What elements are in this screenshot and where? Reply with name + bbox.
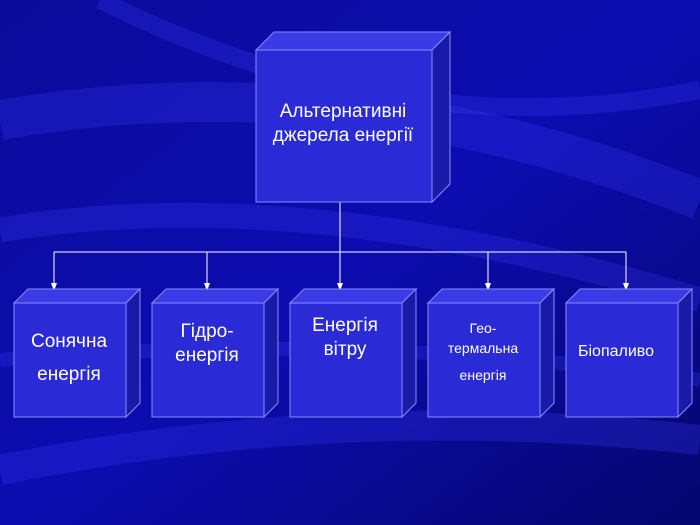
child-label-solar: Сонячна енергія (14, 325, 124, 392)
child-cube-geothermal (426, 287, 556, 419)
child-label-geothermal: Гео- термальна енергія (428, 318, 538, 385)
child-cube-geothermal-side-face (539, 287, 555, 419)
connector-lines (51, 202, 629, 291)
arrowhead-geothermal (485, 283, 491, 291)
child-label-geothermal-line2: термальна (447, 340, 519, 357)
root-label-line2: джерела енергії (272, 124, 414, 146)
child-cube-biofuel-front-face (565, 302, 679, 418)
child-label-hydro: Гідро- енергія (152, 320, 262, 368)
child-label-hydro-line2: енергія (175, 344, 239, 366)
child-cube-geothermal-front-face (427, 302, 541, 418)
child-cube-hydro (150, 287, 280, 419)
root-cube (254, 30, 452, 204)
child-boxes (12, 287, 694, 419)
child-cube-wind (288, 287, 418, 419)
child-label-wind: Енергія вітру (290, 314, 400, 362)
child-cube-hydro-front-face (151, 302, 265, 418)
child-cube-biofuel-top-face (564, 288, 694, 304)
root-box (254, 30, 452, 204)
arrowhead-solar (51, 283, 57, 291)
child-label-wind-line1: Енергія (312, 315, 378, 336)
child-label-geothermal-line3: енергія (459, 366, 507, 383)
child-cube-biofuel-side-face (677, 287, 693, 419)
child-cube-wind-side-face (401, 287, 417, 419)
child-label-wind-line2: вітру (323, 338, 367, 360)
child-cube-wind-front-face (289, 302, 403, 418)
root-label-line1: Альтернативні (279, 101, 407, 122)
child-cube-hydro-top-face (150, 288, 280, 304)
arrowhead-hydro (204, 283, 210, 291)
root-cube-front-face (255, 49, 433, 203)
child-cube-geothermal-top-face (426, 288, 556, 304)
arrowhead-wind (337, 283, 343, 291)
child-label-biofuel: Біопаливо (566, 342, 666, 362)
child-label-solar-line2: енергія (37, 364, 101, 386)
child-cube-solar-side-face (125, 287, 141, 419)
child-label-solar-line1: Сонячна (30, 331, 108, 352)
child-label-geothermal-line1: Гео- (469, 320, 497, 336)
root-label: Альтернативні джерела енергії (254, 100, 432, 148)
child-cube-hydro-side-face (263, 287, 279, 419)
child-cube-wind-top-face (288, 288, 418, 304)
root-cube-top-face (254, 31, 452, 51)
child-cube-solar (12, 287, 142, 419)
root-cube-side-face (431, 30, 451, 204)
child-cube-biofuel (564, 287, 694, 419)
child-label-hydro-line1: Гідро- (180, 321, 234, 342)
child-cube-solar-front-face (13, 302, 127, 418)
child-label-biofuel-line1: Біопаливо (577, 343, 654, 360)
arrowhead-biofuel (623, 283, 629, 291)
child-cube-solar-top-face (12, 288, 142, 304)
